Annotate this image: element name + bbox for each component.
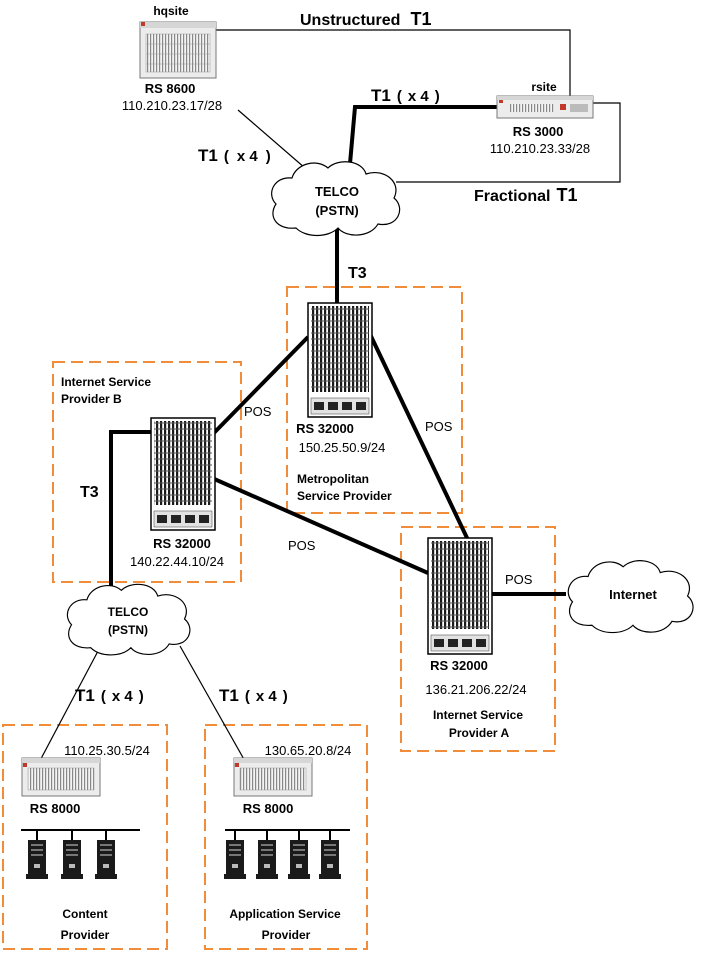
content-provider-box xyxy=(2,724,168,950)
pos-metro-ispb-link xyxy=(205,335,310,442)
unstructured-label: Unstructured T1 xyxy=(300,9,431,29)
metro-ip: 150.25.50.9/24 xyxy=(299,440,386,455)
asp-server-2-icon xyxy=(256,840,278,879)
pos-internet-label: POS xyxy=(505,572,533,587)
t1x4-asp-link xyxy=(179,645,251,771)
rsite-ip: 110.210.23.33/28 xyxy=(490,141,590,156)
t1x4-cp-link xyxy=(34,635,107,771)
pos-right-label: POS xyxy=(425,419,453,434)
pos-mid-label: POS xyxy=(288,538,316,553)
provider-boxes xyxy=(2,286,556,950)
rsite-name: rsite xyxy=(531,80,557,94)
content-rs8000-router-icon xyxy=(21,757,101,797)
fractional-label: Fractional T1 xyxy=(474,185,577,205)
ispa-rs32000-chassis-icon xyxy=(427,537,493,655)
isp-b-provider-box xyxy=(52,361,242,583)
content-server-1-icon xyxy=(26,840,48,879)
rs3000-router-icon xyxy=(496,95,594,119)
metro-model: RS 32000 xyxy=(296,421,354,436)
asp-server-4-icon xyxy=(319,840,341,879)
pos-left-label: POS xyxy=(244,404,272,419)
pos-metro-ispa-link xyxy=(367,331,470,541)
ispb-name-line2: Provider B xyxy=(61,392,122,406)
unstructured-word: Unstructured xyxy=(300,12,400,29)
t3-left-label: T3 xyxy=(80,484,99,501)
t1x4-rsite-link xyxy=(347,105,497,176)
ispb-name-line1: Internet Service xyxy=(61,375,151,389)
ispa-name-line1: Internet Service xyxy=(433,708,523,722)
rs8600-router-icon xyxy=(139,21,217,79)
telco-top-cloud: TELCO (PSTN) xyxy=(271,161,401,237)
t1x4-hq-link xyxy=(237,109,306,169)
t1x4-asp-label: T1(x 4) xyxy=(219,686,288,705)
asp-provider-box xyxy=(204,724,368,950)
ispb-model: RS 32000 xyxy=(153,536,211,551)
t3-top-label: T3 xyxy=(348,265,367,282)
t1x4-hq-label: T1(x 4) xyxy=(198,146,271,165)
asp-ip: 130.65.20.8/24 xyxy=(265,743,352,758)
content-model: RS 8000 xyxy=(30,801,81,816)
pos-ispb-ispa-link xyxy=(211,476,429,575)
ispb-rs32000-chassis-icon xyxy=(150,417,216,531)
internet-cloud: Internet xyxy=(567,560,694,634)
asp-name-line1: Application Service xyxy=(229,907,341,921)
ispa-ip: 136.21.206.22/24 xyxy=(425,682,526,697)
telco-bottom-cloud: TELCO (PSTN) xyxy=(66,583,191,656)
telco-top-line1: TELCO xyxy=(315,184,359,199)
internet-label: Internet xyxy=(609,587,657,602)
asp-server-1-icon xyxy=(224,840,246,879)
asp-model: RS 8000 xyxy=(243,801,294,816)
metro-rs32000-chassis-icon xyxy=(307,302,373,418)
metro-name-line1: Metropolitan xyxy=(297,472,369,486)
content-name-line2: Provider xyxy=(61,928,110,942)
content-name-line1: Content xyxy=(62,907,107,921)
ispb-ip: 140.22.44.10/24 xyxy=(130,554,224,569)
isp-a-provider-box xyxy=(400,526,556,752)
unstructured-t1-word: T1 xyxy=(410,9,431,29)
thick-links xyxy=(109,105,566,596)
fractional-word: Fractional xyxy=(474,188,550,205)
t1x4-rsite-label: T1(x 4) xyxy=(371,86,440,105)
thin-links xyxy=(34,29,621,771)
t1x4-cp-label: T1(x 4) xyxy=(75,686,144,705)
unstructured-t1-link xyxy=(215,29,571,98)
hqsite-name: hqsite xyxy=(153,4,189,18)
rsite-model: RS 3000 xyxy=(513,124,564,139)
content-server-3-icon xyxy=(95,840,117,879)
metro-provider-box xyxy=(286,286,463,514)
asp-server-3-icon xyxy=(288,840,310,879)
telco-bottom-line2: (PSTN) xyxy=(108,623,148,637)
telco-bottom-line1: TELCO xyxy=(108,605,149,619)
content-server-2-icon xyxy=(61,840,83,879)
hqsite-ip: 110.210.23.17/28 xyxy=(122,98,222,113)
fractional-t1-word: T1 xyxy=(556,185,577,205)
t3-left-link xyxy=(109,430,151,588)
ispa-model: RS 32000 xyxy=(430,658,488,673)
asp-rs8000-router-icon xyxy=(233,757,313,797)
metro-name-line2: Service Provider xyxy=(297,489,392,503)
hqsite-model: RS 8600 xyxy=(145,81,196,96)
ispa-name-line2: Provider A xyxy=(449,726,510,740)
content-ip: 110.25.30.5/24 xyxy=(64,743,150,758)
fractional-t1-link xyxy=(396,102,621,183)
asp-name-line2: Provider xyxy=(262,928,311,942)
telco-top-line2: (PSTN) xyxy=(315,203,358,218)
